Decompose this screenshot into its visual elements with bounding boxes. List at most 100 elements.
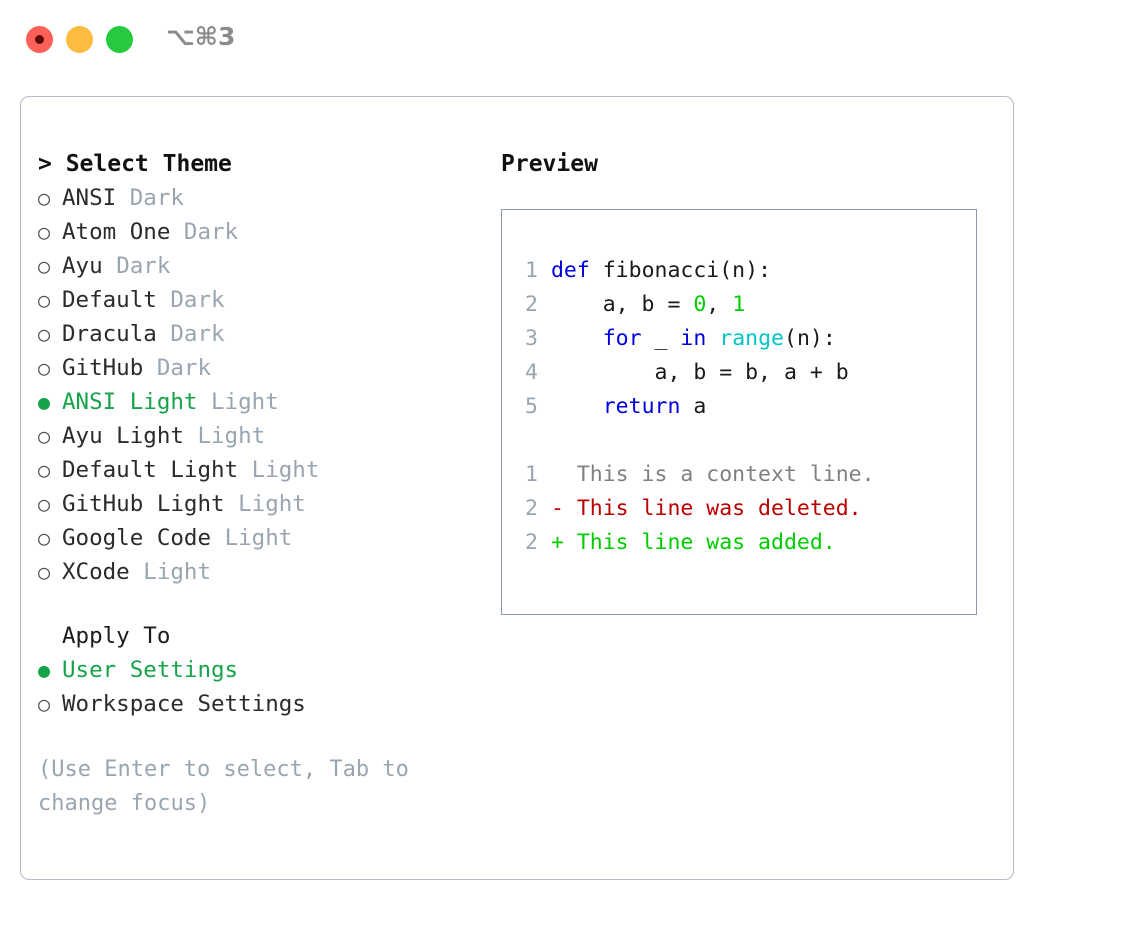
- theme-kind-label: Dark: [156, 355, 212, 381]
- radio-unselected-icon: ○: [38, 288, 51, 312]
- theme-kind-label: Dark: [129, 185, 184, 211]
- code-token: def: [550, 258, 590, 283]
- minimize-button[interactable]: [66, 26, 93, 53]
- theme-list-item[interactable]: ○ Atom One Dark: [38, 215, 478, 249]
- theme-list-item[interactable]: ● ANSI Light Light: [38, 385, 478, 419]
- code-token: [706, 326, 719, 351]
- spacer: [116, 185, 130, 211]
- theme-kind-label: Light: [238, 491, 306, 517]
- theme-list-item[interactable]: ○ GitHub Dark: [38, 351, 478, 385]
- theme-list-item[interactable]: ○ Default Light Light: [38, 453, 478, 487]
- diff-line: 2 + This line was added.: [518, 526, 976, 560]
- theme-kind-label: Dark: [183, 219, 239, 245]
- page-title: > Select Theme: [38, 151, 232, 177]
- line-number: 4: [525, 360, 538, 385]
- apply-to-list: ●User Settings○Workspace Settings: [38, 653, 478, 721]
- spacer: [130, 559, 144, 585]
- code-token: _: [641, 326, 681, 351]
- theme-list-item[interactable]: ○GitHub Light Light: [38, 487, 478, 521]
- spacer: [211, 525, 225, 551]
- code-token: 1: [732, 292, 746, 317]
- theme-kind-label: Light: [211, 389, 279, 415]
- theme-list-item[interactable]: ○ Google Code Light: [38, 521, 478, 555]
- radio-unselected-icon: ○: [38, 526, 51, 550]
- radio-unselected-icon: ○: [38, 692, 51, 716]
- diff-sample: 1 This is a context line.2 - This line w…: [518, 458, 976, 560]
- theme-list-item[interactable]: ○XCode Light: [38, 555, 478, 589]
- preview-panel: Preview 1 def fibonacci(n):2 a, b = 0, 1…: [501, 147, 1001, 615]
- theme-list-item[interactable]: ○ Default Dark: [38, 283, 478, 317]
- radio-unselected-icon: ○: [38, 356, 51, 380]
- theme-name: Default Light: [62, 457, 239, 483]
- apply-to-title: Apply To: [62, 623, 171, 649]
- line-number: 2: [525, 496, 538, 521]
- code-token: This is a context line.: [538, 462, 875, 487]
- code-token: [538, 258, 551, 283]
- code-token: - This line was deleted.: [538, 496, 862, 521]
- radio-unselected-icon: ○: [38, 424, 51, 448]
- line-number: 5: [525, 394, 538, 419]
- theme-name: Default: [62, 287, 157, 313]
- code-token: a, b =: [538, 292, 694, 317]
- code-token: a: [680, 394, 707, 419]
- spacer: [103, 253, 117, 279]
- theme-kind-label: Dark: [170, 287, 225, 313]
- spacer: [143, 355, 157, 381]
- theme-kind-label: Light: [224, 525, 293, 551]
- code-token: range: [719, 326, 784, 351]
- spacer: [157, 287, 171, 313]
- apply-to-option[interactable]: ○Workspace Settings: [38, 687, 478, 721]
- theme-selector-panel: > Select Theme ○ANSI Dark○Atom One Dark○…: [38, 147, 478, 821]
- code-line: 5 return a: [518, 390, 976, 424]
- diff-line: 1 This is a context line.: [518, 458, 976, 492]
- theme-kind-label: Light: [251, 457, 320, 483]
- radio-unselected-icon: ○: [38, 220, 51, 244]
- theme-name: ANSI Light: [62, 389, 198, 415]
- diff-line: 2 - This line was deleted.: [518, 492, 976, 526]
- radio-unselected-icon: ○: [38, 458, 51, 482]
- code-token: for: [602, 326, 642, 351]
- code-token: + This line was added.: [538, 530, 836, 555]
- code-token: in: [680, 326, 707, 351]
- theme-list-item[interactable]: ○Ayu Dark: [38, 249, 478, 283]
- theme-name: Google Code: [62, 525, 212, 551]
- code-token: (n):: [784, 326, 836, 351]
- keyboard-hint: (Use Enter to select, Tab to change focu…: [38, 757, 409, 816]
- spacer: [225, 491, 239, 517]
- maximize-button[interactable]: [106, 26, 133, 53]
- code-line: 2 a, b = 0, 1: [518, 288, 976, 322]
- apply-to-option[interactable]: ●User Settings: [38, 653, 478, 687]
- theme-name: ANSI: [62, 185, 117, 211]
- close-button[interactable]: [26, 26, 53, 53]
- theme-name: Dracula: [62, 321, 157, 347]
- code-token: [538, 326, 603, 351]
- line-number: 2: [525, 292, 538, 317]
- line-number: 1: [525, 258, 538, 283]
- code-token: ,: [706, 292, 733, 317]
- theme-list-item[interactable]: ○ANSI Dark: [38, 181, 478, 215]
- code-token: fibonacci(n):: [589, 258, 772, 283]
- spacer: [197, 389, 211, 415]
- code-token: return: [602, 394, 681, 419]
- radio-unselected-icon: ○: [38, 492, 51, 516]
- line-number: 2: [525, 530, 538, 555]
- spacer: [157, 321, 171, 347]
- radio-unselected-icon: ○: [38, 322, 51, 346]
- theme-kind-label: Light: [143, 559, 212, 585]
- code-line: 1 def fibonacci(n):: [518, 254, 976, 288]
- theme-name: GitHub: [62, 355, 144, 381]
- code-line: 4 a, b = b, a + b: [518, 356, 976, 390]
- theme-list-item[interactable]: ○ Ayu Light Light: [38, 419, 478, 453]
- theme-kind-label: Light: [197, 423, 266, 449]
- preview-title: Preview: [501, 151, 598, 177]
- theme-list-item[interactable]: ○ Dracula Dark: [38, 317, 478, 351]
- spacer: [238, 457, 252, 483]
- theme-list: ○ANSI Dark○Atom One Dark○Ayu Dark○Defaul…: [38, 181, 478, 589]
- title-bar: ⌥⌘3: [0, 0, 1140, 78]
- theme-kind-label: Dark: [170, 321, 225, 347]
- theme-name: Atom One: [62, 219, 171, 245]
- radio-selected-icon: ●: [38, 390, 51, 414]
- theme-name: Ayu Light: [62, 423, 184, 449]
